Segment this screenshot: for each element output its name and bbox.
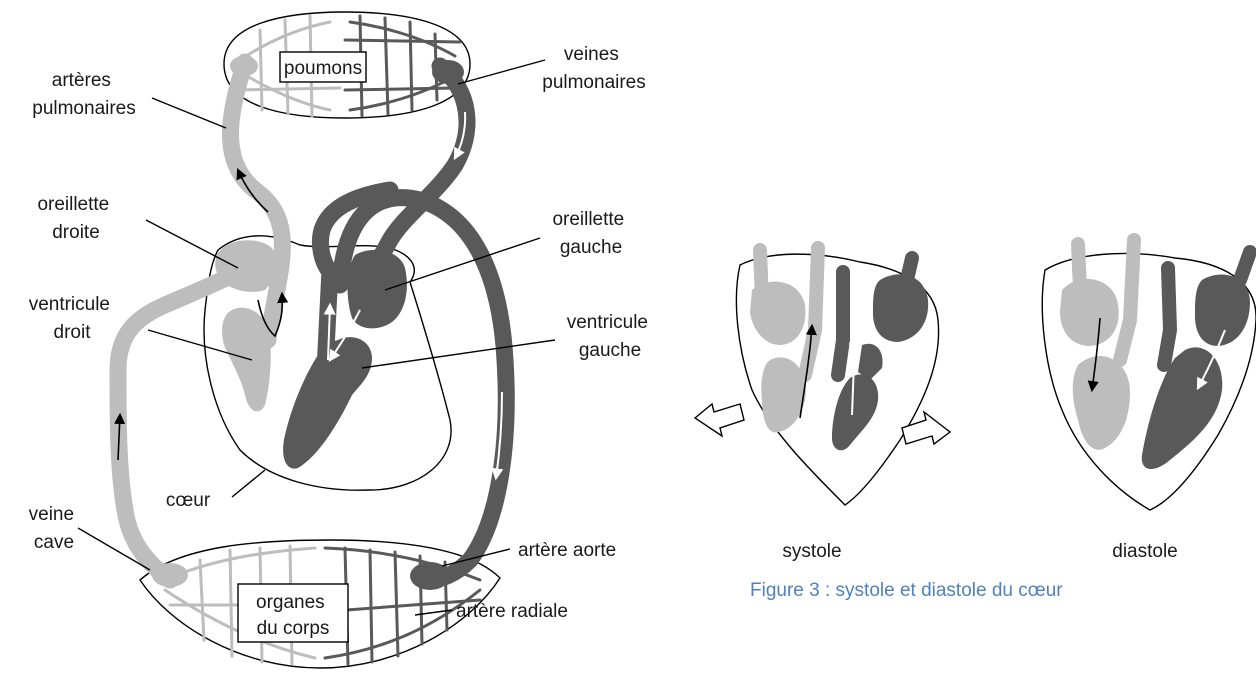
- right-ventricle: [222, 308, 271, 412]
- main-circulation-diagram: poumons artères pulmonaires veines pulmo…: [29, 12, 654, 668]
- systole-heart: [695, 248, 950, 505]
- label-arteres-pulmonaires: artères pulmonaires: [32, 70, 136, 119]
- label-artere-aorte: artère aorte: [518, 540, 616, 561]
- label-ventricule-gauche: ventricule gauche: [567, 312, 654, 361]
- label-oreillette-droite: oreillette droite: [37, 194, 114, 243]
- label-veines-pulmonaires: veines pulmonaires: [542, 44, 646, 93]
- label-systole: systole: [782, 541, 841, 562]
- label-diastole: diastole: [1112, 541, 1178, 562]
- label-coeur: cœur: [166, 490, 211, 511]
- label-ventricule-droit: ventricule droit: [29, 294, 116, 343]
- systole-squeeze-arrow-right: [902, 412, 950, 444]
- label-artere-radiale: artère radiale: [456, 601, 568, 622]
- label-poumons: poumons: [284, 58, 362, 79]
- figure-3-caption: Figure 3 : systole et diastole du cœur: [750, 580, 1063, 601]
- vena-cava: [118, 272, 238, 580]
- label-veine-cave: veine cave: [29, 504, 80, 553]
- diastole-heart: [1042, 240, 1256, 510]
- label-oreillette-gauche: oreillette gauche: [552, 209, 629, 258]
- systole-squeeze-arrow-left: [695, 404, 744, 436]
